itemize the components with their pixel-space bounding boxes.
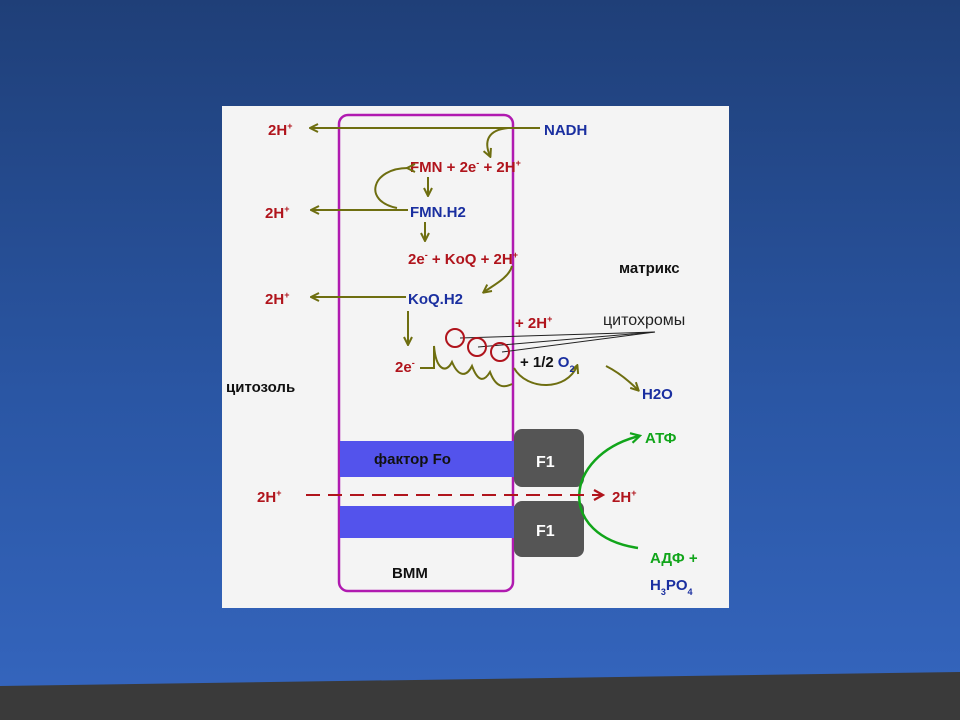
factor-fo-band-bottom [340, 506, 515, 538]
arrow-koq-down [484, 265, 513, 292]
pointer-cytochrome-2 [477, 331, 656, 348]
adp-label: АДФ + [650, 550, 698, 567]
proton-left-label: 2H+ [257, 488, 281, 506]
f1-top-label: F1 [536, 454, 555, 471]
koqh2-label: KoQ.H2 [408, 291, 463, 308]
f1-box-top [514, 429, 584, 487]
diagram-panel: фактор Fo F1 F1 2H+ NADH FMN + 2e- + 2H+… [222, 106, 729, 608]
water-label: H2O [642, 386, 673, 403]
fmnh2-label: FMN.H2 [410, 204, 466, 221]
proton-label-3: 2H+ [265, 290, 289, 308]
f1-bottom-label: F1 [536, 523, 555, 540]
proton-right-label: 2H+ [612, 488, 636, 506]
phosphate-label: H3PO4 [650, 577, 693, 597]
membrane-label: ВММ [392, 565, 428, 582]
arrow-to-water [605, 365, 638, 390]
pointer-cytochrome-1 [459, 331, 656, 339]
cytochrome-2 [467, 337, 487, 357]
cytochrome-1 [445, 328, 465, 348]
inner-membrane-outline [337, 113, 515, 593]
bottom-bar [0, 672, 960, 720]
arrow-to-oxygen [513, 366, 577, 386]
electron-label: 2e- [395, 358, 415, 376]
cytosol-label: цитозоль [226, 379, 295, 396]
arrow-fmn-loop [374, 168, 408, 209]
matrix-label: матрикс [619, 260, 680, 277]
proton-label-2: 2H+ [265, 204, 289, 222]
cytochrome-proton-label: + 2H+ [515, 314, 552, 332]
electron-transport-diagram: фактор Fo F1 F1 2H+ NADH FMN + 2e- + 2H+… [226, 113, 698, 597]
nadh-label: NADH [544, 122, 587, 139]
proton-label-1: 2H+ [268, 121, 292, 139]
koq-equation: 2e- + KoQ + 2H+ [408, 250, 518, 268]
cytochromes-label: цитохромы [603, 312, 685, 329]
pointer-cytochrome-3 [501, 331, 656, 353]
factor-fo-band-top [340, 441, 515, 477]
f1-box-bottom [514, 501, 584, 557]
fmn-equation: FMN + 2e- + 2H+ [410, 158, 521, 176]
arrow-electron-wave [420, 345, 513, 388]
cytochrome-3 [490, 342, 510, 362]
atp-label: АТФ [645, 430, 677, 447]
factor-fo-label: фактор Fo [374, 451, 451, 468]
arrow-nadh-fmn [487, 127, 509, 156]
